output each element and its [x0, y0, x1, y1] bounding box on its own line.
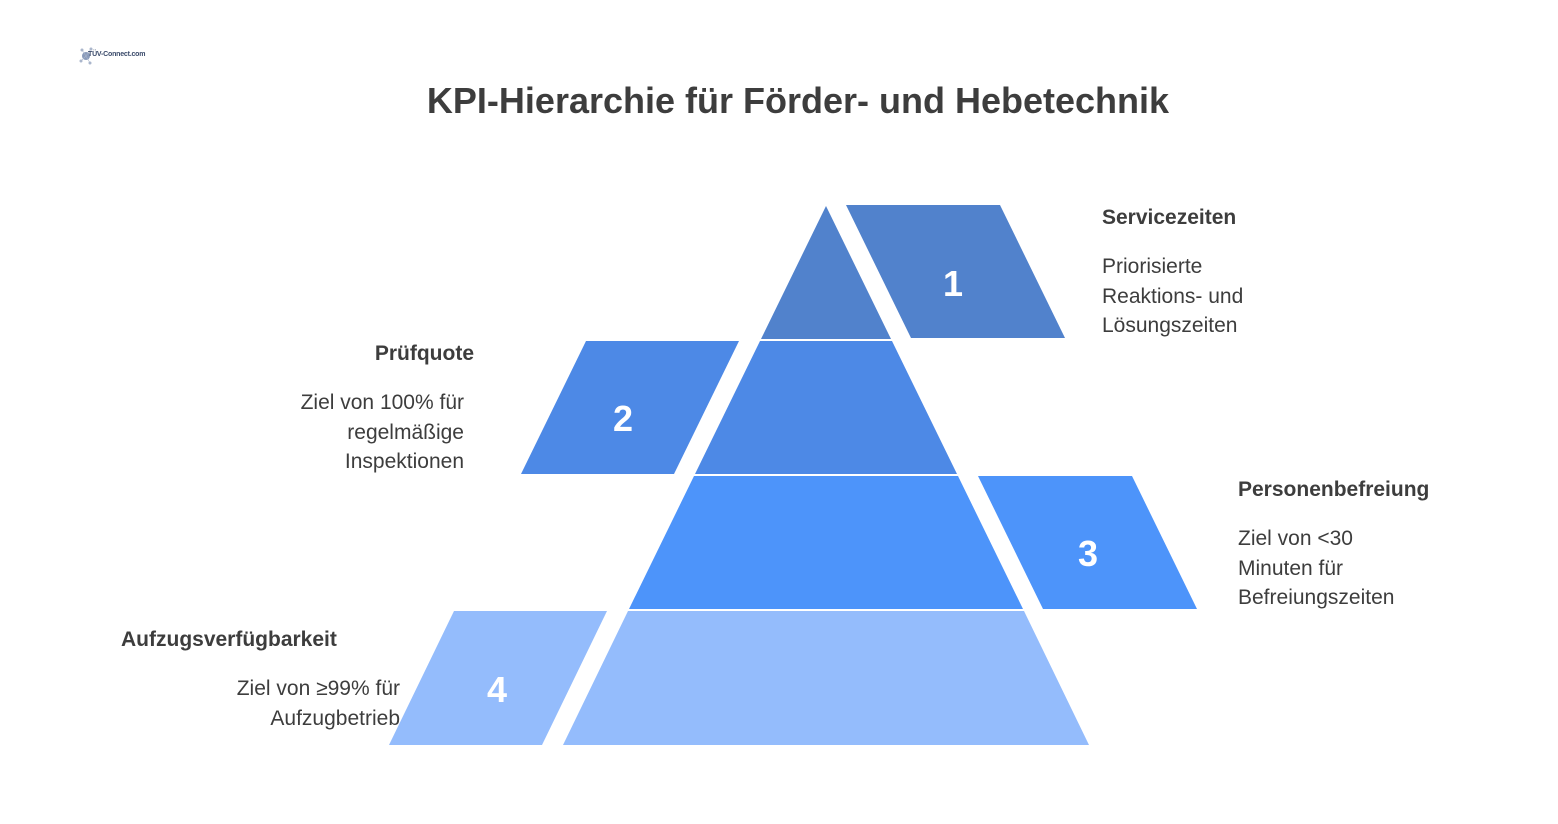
pyramid-tier-1: [761, 206, 891, 339]
number-tab-2: [521, 341, 739, 474]
heading-servicezeiten: Servicezeiten: [1102, 206, 1237, 229]
description-pruefquote: Ziel von 100% für regelmäßige Inspektion…: [300, 391, 464, 473]
pyramid-tier-4: [563, 611, 1089, 745]
description-servicezeiten: Priorisierte Reaktions- und Lösungszeite…: [1102, 255, 1244, 337]
description-personenbefreiung: Ziel von <30 Minuten für Befreiungszeite…: [1238, 527, 1395, 609]
number-label-1: 1: [943, 263, 963, 304]
number-label-3: 3: [1078, 533, 1098, 574]
page-title: KPI-Hierarchie für Förder- und Hebetechn…: [426, 80, 1170, 121]
heading-aufzugsverfuegbarkeit: Aufzugsverfügbarkeit: [121, 628, 337, 651]
number-tab-3: [978, 476, 1197, 609]
number-label-4: 4: [487, 669, 507, 710]
pyramid-tier-3: [629, 476, 1023, 609]
pyramid-tier-2: [695, 341, 957, 474]
number-tab-4: [389, 611, 607, 745]
number-tab-1: [846, 205, 1065, 338]
heading-personenbefreiung: Personenbefreiung: [1238, 478, 1430, 501]
logo: TÜV-Connect.com: [78, 45, 145, 67]
heading-pruefquote: Prüfquote: [374, 342, 474, 365]
logo-text: TÜV-Connect.com: [88, 51, 146, 58]
network-dots-logo-icon: [79, 47, 93, 65]
description-aufzugsverfuegbarkeit: Ziel von ≥99% für Aufzugbetrieb: [236, 677, 400, 730]
number-label-2: 2: [613, 398, 633, 439]
